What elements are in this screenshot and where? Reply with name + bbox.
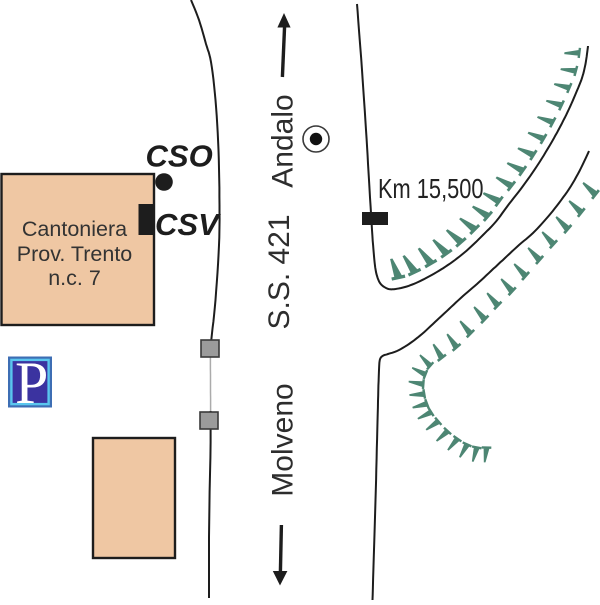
svg-text:n.c. 7: n.c. 7 [48,266,101,290]
svg-text:Andalo: Andalo [267,94,300,187]
svg-text:Cantoniera: Cantoniera [22,217,127,241]
svg-text:Prov. Trento: Prov. Trento [17,242,133,266]
svg-text:Km 15,500: Km 15,500 [378,173,484,204]
svg-text:CSO: CSO [146,139,213,174]
svg-text:Molveno: Molveno [267,383,300,496]
svg-text:CSV: CSV [155,207,221,242]
svg-text:P: P [15,350,48,416]
svg-text:S.S. 421: S.S. 421 [263,214,296,329]
